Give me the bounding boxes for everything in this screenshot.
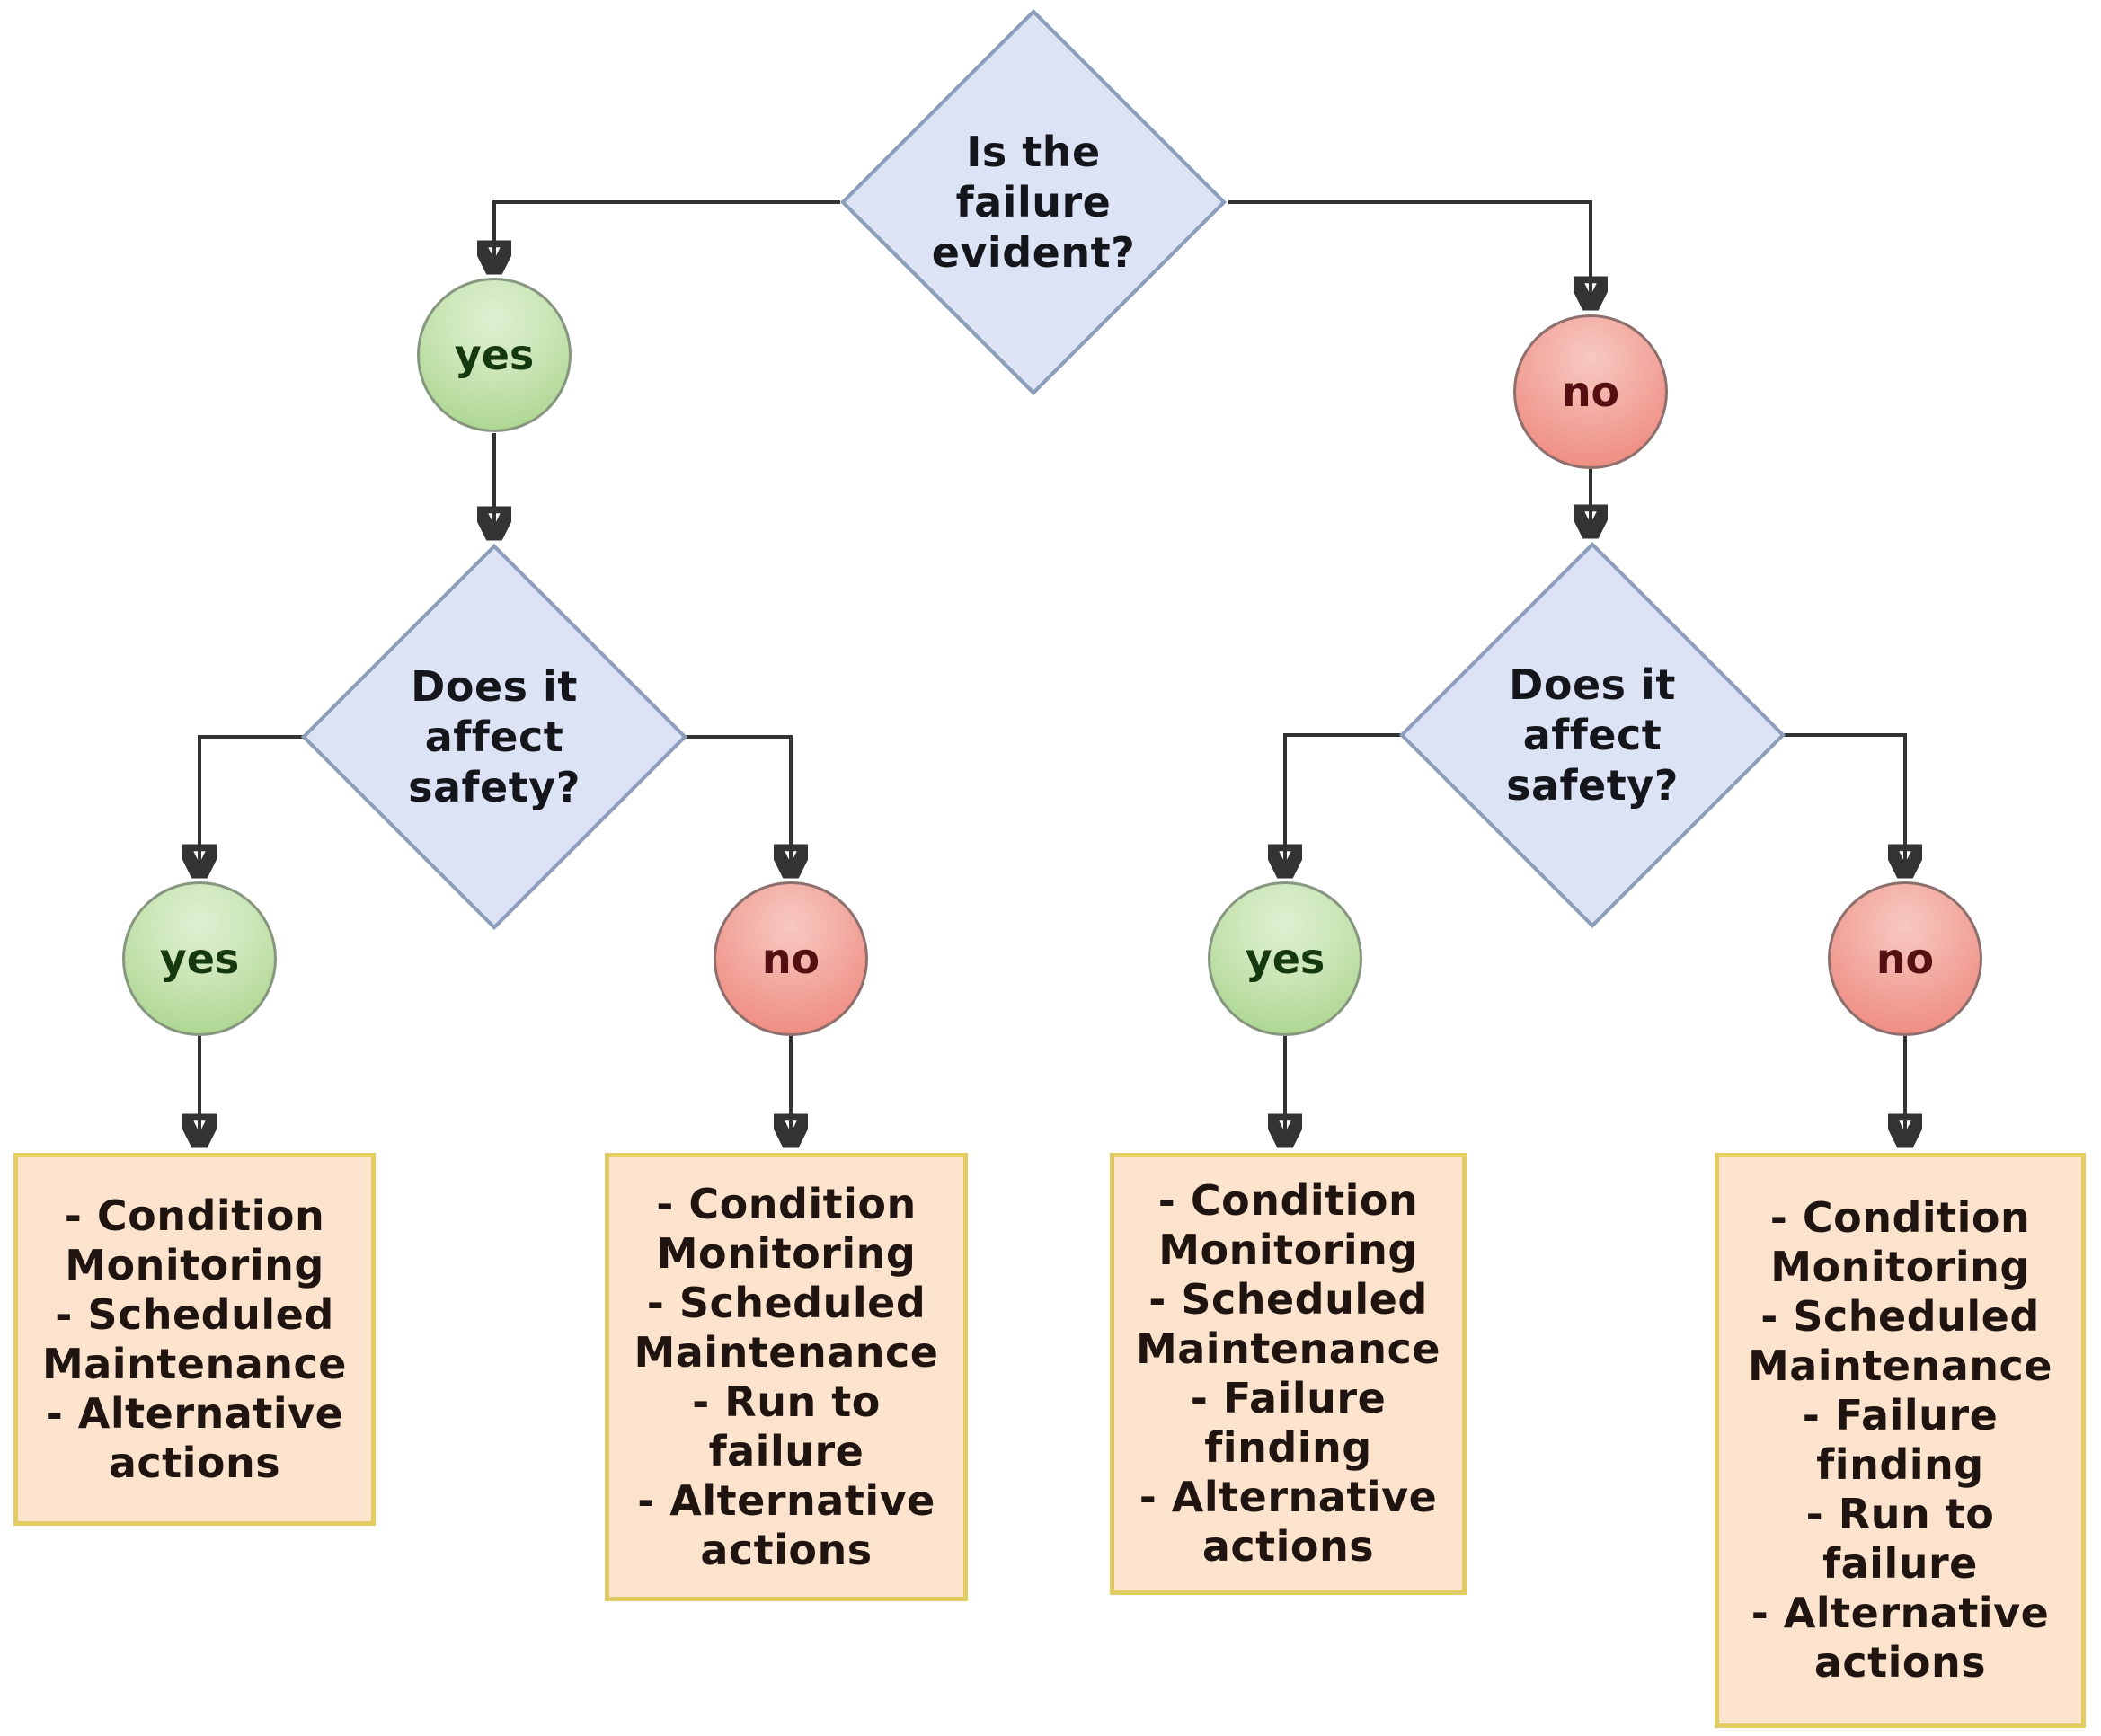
connector-right-diamond-to-yes xyxy=(1285,733,1410,873)
right-safety-yes-label: yes xyxy=(1245,934,1325,983)
action-item: - Failure finding xyxy=(1190,1374,1387,1472)
right-safety-decision-label: Does it affect safety? xyxy=(1506,660,1679,810)
connector-left-diamond-to-yes xyxy=(199,735,303,873)
action-item: - Run to failure xyxy=(1805,1490,1995,1588)
left-safety-no-circle: no xyxy=(714,881,868,1036)
connector-root-to-no xyxy=(1228,200,1591,306)
evident-no-label: no xyxy=(1561,368,1620,416)
right-safety-no-circle: no xyxy=(1828,881,1982,1036)
connector-right-diamond-to-no xyxy=(1784,733,1905,873)
action-item: - Condition Monitoring xyxy=(656,1179,917,1278)
action-item: - Alternative actions xyxy=(45,1388,344,1487)
action-item: - Scheduled Maintenance xyxy=(1747,1292,2053,1390)
left-safety-yes-label: yes xyxy=(159,934,240,983)
action-item: - Alternative actions xyxy=(637,1475,935,1574)
outcome-box-hidden-safety: - Condition Monitoring - Scheduled Maint… xyxy=(1110,1153,1467,1595)
outcome-box-hidden-nosafety: - Condition Monitoring - Scheduled Maint… xyxy=(1715,1153,2086,1728)
root-decision-label: Is the failure evident? xyxy=(931,128,1136,277)
left-safety-decision-label: Does it affect safety? xyxy=(408,662,581,811)
action-item: - Scheduled Maintenance xyxy=(1135,1275,1441,1373)
action-item: - Scheduled Maintenance xyxy=(634,1278,939,1377)
action-item: - Condition Monitoring xyxy=(1769,1193,2031,1291)
action-item: - Run to failure xyxy=(692,1377,881,1475)
evident-yes-label: yes xyxy=(454,331,535,379)
left-safety-no-label: no xyxy=(761,934,820,983)
outcome-box-evident-nosafety: - Condition Monitoring - Scheduled Maint… xyxy=(605,1153,968,1601)
connector-root-to-yes xyxy=(494,200,840,270)
outcome-box-evident-safety: - Condition Monitoring - Scheduled Maint… xyxy=(13,1153,376,1526)
left-safety-yes-circle: yes xyxy=(122,881,277,1036)
action-item: - Alternative actions xyxy=(1751,1589,2050,1687)
action-item: - Alternative actions xyxy=(1139,1473,1438,1571)
evident-yes-circle: yes xyxy=(417,278,572,432)
action-item: - Condition Monitoring xyxy=(64,1191,325,1289)
right-safety-no-label: no xyxy=(1875,934,1935,983)
action-item: - Condition Monitoring xyxy=(1157,1176,1419,1274)
evident-no-circle: no xyxy=(1513,314,1668,469)
right-safety-yes-circle: yes xyxy=(1208,881,1362,1036)
action-item: - Failure finding xyxy=(1802,1391,1999,1489)
action-item: - Scheduled Maintenance xyxy=(41,1289,348,1388)
connector-left-diamond-to-no xyxy=(686,735,791,873)
